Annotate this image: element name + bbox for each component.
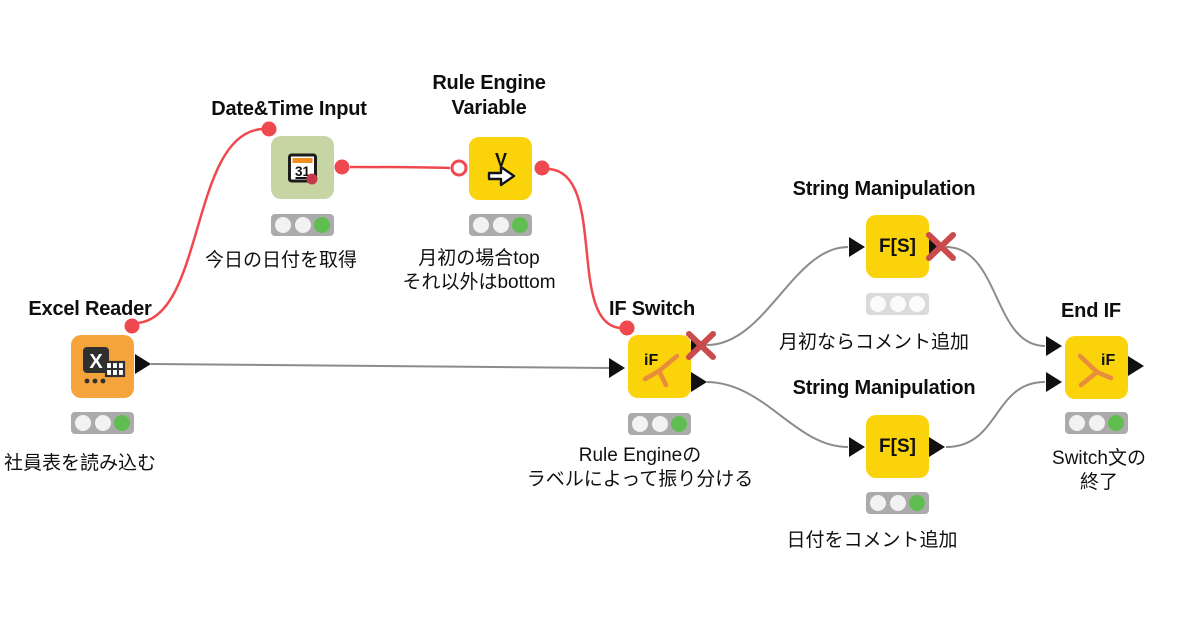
- status-dot-green: [1108, 415, 1125, 431]
- port-end-if-input-bottom[interactable]: [1046, 372, 1062, 392]
- inactive-branch-x-string-top: [926, 232, 956, 261]
- node-rule-engine-variable[interactable]: V: [469, 137, 532, 200]
- node-if-switch[interactable]: iF: [628, 335, 691, 398]
- annotation-excel-reader[interactable]: 社員表を読み込む: [3, 453, 157, 474]
- excel-table-icon: X: [82, 346, 125, 383]
- status-dot-off: [274, 217, 291, 233]
- status-traffic-light-string-manipulation-bottom: [866, 492, 929, 514]
- status-traffic-light-if-switch: [628, 413, 691, 435]
- annotation-rule-engine-variable[interactable]: 月初の場合top それ以外はbottom: [402, 248, 556, 293]
- node-title-date-time-input: Date&Time Input: [211, 98, 367, 120]
- status-dot-green: [314, 217, 331, 233]
- end-if-merge-icon: iF: [1077, 352, 1115, 387]
- port-excel-reader-output[interactable]: [135, 354, 151, 374]
- node-title-if-switch: IF Switch: [609, 298, 695, 320]
- port-datetime-variable-out[interactable]: [334, 159, 350, 175]
- svg-text:iF: iF: [1101, 352, 1115, 369]
- status-dot-green: [909, 495, 926, 511]
- annotation-end-if[interactable]: Switch文の終了: [1052, 448, 1146, 493]
- annotation-string-manipulation-top[interactable]: 月初ならコメント追加: [778, 332, 970, 353]
- edge-datetime-to-rule-engine-variable[interactable]: [349, 165, 451, 170]
- annotation-string-manipulation-bottom[interactable]: 日付をコメント追加: [786, 530, 958, 551]
- string-manipulation-icon: F[S]: [879, 435, 916, 457]
- status-dot-off: [631, 416, 648, 432]
- status-dot-green: [671, 416, 688, 432]
- node-string-manipulation-bottom[interactable]: F[S]: [866, 415, 929, 478]
- status-dot-off: [492, 217, 509, 233]
- port-string-bottom-input[interactable]: [849, 437, 865, 457]
- svg-text:V: V: [494, 150, 506, 170]
- node-end-if[interactable]: iF: [1065, 336, 1128, 399]
- node-excel-reader[interactable]: X: [71, 335, 134, 398]
- string-manipulation-icon: F[S]: [879, 235, 916, 257]
- node-date-time-input[interactable]: 31: [271, 136, 334, 199]
- port-string-top-output[interactable]: [929, 237, 945, 257]
- node-title-string-manipulation-top: String Manipulation: [792, 178, 976, 200]
- status-dot-off: [94, 415, 111, 431]
- status-dot-off: [869, 495, 886, 511]
- status-dot-off: [889, 296, 906, 312]
- node-title-string-manipulation-bottom: String Manipulation: [792, 377, 976, 399]
- port-if-switch-variable-in[interactable]: [619, 320, 635, 336]
- status-dot-off: [294, 217, 311, 233]
- port-end-if-input-top[interactable]: [1046, 336, 1062, 356]
- variable-arrow-icon: V: [487, 150, 515, 186]
- annotation-if-switch[interactable]: Rule Engineの ラベルによって振り分ける: [526, 445, 754, 490]
- status-traffic-light-date-time-input: [271, 214, 334, 236]
- inactive-branch-x-if-switch: [686, 331, 716, 360]
- status-dot-off: [472, 217, 489, 233]
- svg-text:X: X: [89, 351, 103, 373]
- port-if-switch-input[interactable]: [609, 358, 625, 378]
- status-dot-off: [889, 495, 906, 511]
- node-title-excel-reader: Excel Reader: [28, 298, 152, 320]
- node-string-manipulation-top[interactable]: F[S]: [866, 215, 929, 278]
- if-branch-icon: iF: [642, 352, 679, 387]
- port-rule-engine-variable-out[interactable]: [534, 160, 550, 176]
- calendar-icon: 31: [287, 153, 317, 182]
- status-dot-green: [114, 415, 131, 431]
- status-dot-off: [909, 296, 926, 312]
- edge-excel-to-datetime-variable[interactable]: [136, 127, 263, 325]
- annotation-date-time-input[interactable]: 今日の日付を取得: [204, 250, 358, 271]
- status-traffic-light-end-if: [1065, 412, 1128, 434]
- status-traffic-light-rule-engine-variable: [469, 214, 532, 236]
- node-title-rule-engine-variable: Rule Engine Variable: [432, 72, 546, 119]
- status-dot-off: [651, 416, 668, 432]
- port-if-switch-output-top[interactable]: [691, 335, 707, 355]
- status-dot-off: [1088, 415, 1105, 431]
- node-title-end-if: End IF: [1061, 300, 1121, 322]
- status-dot-off: [869, 296, 886, 312]
- port-if-switch-output-bottom[interactable]: [691, 372, 707, 392]
- status-dot-off: [1068, 415, 1085, 431]
- status-traffic-light-string-manipulation-top: [866, 293, 929, 315]
- port-end-if-output[interactable]: [1128, 356, 1144, 376]
- edge-excel-to-if-switch-data[interactable]: [150, 363, 610, 369]
- svg-text:iF: iF: [644, 352, 658, 369]
- svg-text:31: 31: [294, 164, 310, 179]
- status-dot-green: [512, 217, 529, 233]
- port-string-top-input[interactable]: [849, 237, 865, 257]
- port-rule-engine-variable-in[interactable]: [450, 159, 468, 177]
- port-datetime-variable-in[interactable]: [261, 121, 277, 137]
- status-traffic-light-excel-reader: [71, 412, 134, 434]
- status-dot-off: [74, 415, 91, 431]
- port-string-bottom-output[interactable]: [929, 437, 945, 457]
